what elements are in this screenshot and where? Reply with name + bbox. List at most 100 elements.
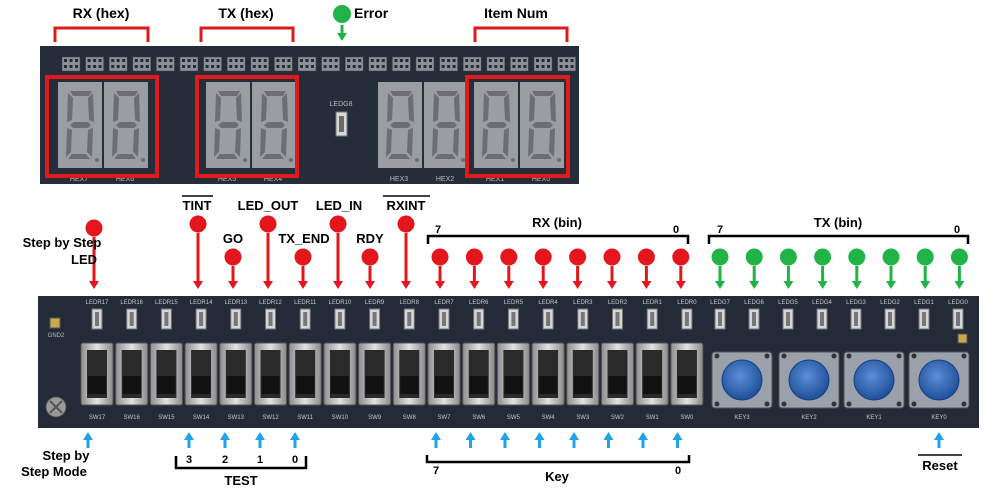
header-pin-block: [85, 56, 104, 72]
step-led-indicator: [85, 219, 103, 289]
seven-seg-digit: [424, 82, 468, 168]
slide-switch[interactable]: SW7: [427, 342, 461, 421]
header-pin-block: [392, 56, 411, 72]
slide-switch[interactable]: SW16: [115, 342, 149, 421]
tx-bin-bracket: [707, 234, 970, 244]
ledg-label: LEDG4: [812, 300, 832, 306]
rx-bin-label: RX (bin): [532, 215, 582, 230]
rx-bit-indicator: [465, 248, 483, 289]
ledg-label: LEDG3: [846, 300, 866, 306]
input-arrow: [431, 432, 441, 448]
hex-label: HEX4: [264, 176, 282, 183]
key-label: Key: [545, 469, 570, 484]
ledr-label: LEDR11: [294, 300, 317, 306]
key-bracket: [425, 455, 691, 464]
error-dot: [333, 5, 351, 23]
switch-label: SW16: [124, 415, 141, 421]
push-key[interactable]: KEY3: [711, 351, 773, 421]
rx-bit-lo: 0: [673, 224, 679, 236]
go-indicator: [224, 248, 242, 289]
slide-switch[interactable]: SW8: [392, 342, 426, 421]
seven-seg-digit: [206, 82, 250, 168]
header-pin-block: [368, 56, 388, 72]
slide-switch[interactable]: SW12: [254, 342, 287, 421]
ledr-label: LEDR12: [259, 300, 282, 306]
rx-hex-bracket: [53, 26, 150, 42]
switch-label: SW17: [89, 415, 106, 421]
test-label: TEST: [224, 473, 257, 488]
rx-bit-indicator: [603, 248, 621, 289]
slide-switch[interactable]: SW11: [288, 342, 322, 421]
switch-label: SW11: [297, 415, 314, 421]
rxint-label: RXINT: [387, 198, 426, 213]
ledr-label: LEDR10: [329, 300, 352, 306]
tx-bit-indicator: [848, 248, 866, 289]
slide-switch[interactable]: SW3: [566, 342, 600, 421]
rx-hex-label: RX (hex): [73, 5, 130, 21]
slide-switch[interactable]: SW5: [496, 342, 530, 421]
switch-label: SW5: [507, 415, 521, 421]
ledr-label: LEDR0: [677, 300, 697, 306]
switch-label: SW15: [158, 415, 175, 421]
item-num-label: Item Num: [484, 5, 548, 21]
input-arrow: [672, 432, 683, 448]
slide-switch[interactable]: SW9: [358, 342, 392, 421]
push-key[interactable]: KEY1: [843, 351, 905, 421]
key-bit-lo: 0: [675, 465, 681, 477]
input-arrow: [569, 432, 579, 448]
tx-end-label: TX_END: [278, 231, 329, 246]
slide-switch[interactable]: SW13: [219, 342, 253, 421]
rx-bit-indicator: [534, 248, 552, 289]
ledr-label: LEDR4: [538, 300, 558, 306]
slide-switch[interactable]: SW15: [149, 342, 183, 421]
header-pin-block: [462, 56, 482, 72]
gnd-pin: [49, 317, 61, 329]
led-in-indicator: [329, 215, 347, 289]
ledr-label: LEDR9: [365, 300, 385, 306]
test-bracket: [174, 456, 308, 470]
header-pin-block: [179, 56, 199, 72]
rdy-label: RDY: [356, 231, 384, 246]
switch-label: SW14: [193, 415, 210, 421]
switch-label: SW9: [368, 415, 382, 421]
slide-switch[interactable]: SW1: [635, 342, 669, 421]
hex-label: HEX6: [116, 176, 134, 183]
ledr-label: LEDR13: [224, 300, 247, 306]
slide-switch[interactable]: SW2: [601, 342, 634, 421]
switch-label: SW7: [437, 415, 451, 421]
slide-switch[interactable]: SW0: [670, 342, 704, 421]
seven-seg-digit: [520, 82, 564, 168]
slide-switch[interactable]: SW6: [462, 342, 496, 421]
go-label: GO: [223, 231, 243, 246]
header-pin-block: [557, 56, 576, 72]
tx-bit-indicator: [916, 248, 934, 289]
key-bit-hi: 7: [433, 465, 439, 477]
header-pin-block: [439, 56, 458, 72]
bit-indicators: [431, 248, 968, 289]
switch-label: SW10: [332, 415, 349, 421]
rxint-indicator: [397, 215, 415, 289]
signal-indicators: [85, 215, 415, 289]
ledr-label: LEDR14: [190, 300, 213, 306]
header-pin-block: [297, 56, 317, 72]
slide-switch[interactable]: SW14: [184, 342, 218, 421]
slide-switch[interactable]: SW4: [531, 342, 565, 421]
input-arrow: [290, 432, 300, 448]
push-key[interactable]: KEY2: [778, 351, 840, 421]
tx-hex-frame: [195, 75, 299, 178]
test-bit-3: 3: [186, 454, 192, 466]
tx-bit-indicator: [745, 248, 763, 289]
push-key[interactable]: KEY0: [908, 351, 970, 421]
ledr-label: LEDR1: [643, 300, 663, 306]
slide-switch[interactable]: SW17: [80, 342, 114, 421]
slide-switch[interactable]: SW10: [323, 342, 357, 421]
key-cap-label: KEY1: [866, 415, 882, 421]
ledr-label: LEDR6: [469, 300, 489, 306]
seven-seg-digit: [104, 82, 148, 168]
ledg-label: LEDG5: [778, 300, 798, 306]
seven-seg-digit: [58, 82, 102, 168]
input-arrow: [603, 432, 614, 448]
tx-bit-indicator: [950, 248, 968, 289]
switch-label: SW6: [472, 415, 486, 421]
